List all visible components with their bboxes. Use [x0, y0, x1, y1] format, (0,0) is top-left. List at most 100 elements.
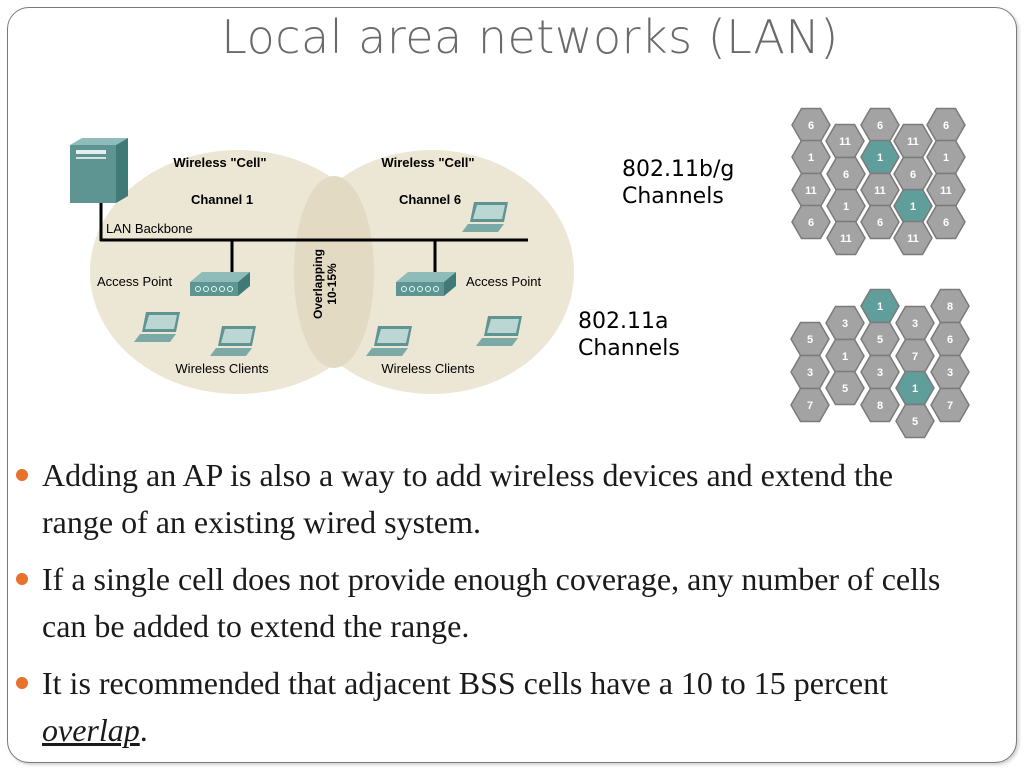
channel-hex-cell: 11: [893, 220, 933, 256]
channel-hex-cell: 6: [930, 321, 970, 357]
a-channels-label-line1: 802.11a: [578, 309, 669, 334]
channel-hex-label: 1: [877, 301, 883, 313]
bullet-text: It is recommended that adjacent BSS cell…: [42, 665, 888, 701]
channel-hex-label: 6: [808, 217, 814, 229]
channel-hex-cell: 5: [825, 370, 865, 406]
channel-hex-cell: 6: [860, 107, 900, 143]
channel-hex-cell: 1: [860, 288, 900, 324]
channel-hex-cell: 5: [790, 321, 830, 357]
channel-hex-label: 6: [808, 120, 814, 132]
channel-hex-cell: 3: [860, 354, 900, 390]
slide-title: Local area networks (LAN): [221, 10, 839, 64]
channel-hex-label: 11: [907, 136, 919, 148]
laptop-icon: [134, 312, 180, 342]
server-icon: [70, 138, 128, 203]
bg-channels-label-line1: 802.11b/g: [622, 157, 735, 182]
cell-left-channel: Channel 1: [191, 192, 253, 207]
channel-hex-cell: 6: [926, 204, 966, 240]
channel-hex-cell: 5: [860, 321, 900, 357]
channel-hex-cell: 7: [895, 338, 935, 374]
channel-hex-cell: 6: [893, 156, 933, 192]
channel-hex-cell: 6: [826, 156, 866, 192]
channel-hex-label: 11: [805, 185, 817, 197]
laptop-icon: [366, 326, 412, 356]
bullet-dot-icon: [16, 677, 28, 689]
channel-hex-cell: 1: [893, 188, 933, 224]
channel-hex-label: 6: [877, 217, 883, 229]
channel-hex-cell: 1: [825, 338, 865, 374]
channel-hex-label: 3: [807, 367, 813, 379]
laptop-icon: [210, 326, 256, 356]
bullet-list: Adding an AP is also a way to add wirele…: [12, 452, 952, 764]
channel-hex-label: 1: [912, 383, 918, 395]
channel-hex-cell: 1: [791, 139, 831, 175]
bullet-dot-icon: [16, 573, 28, 585]
bullet-text: If a single cell does not provide enough…: [42, 561, 941, 644]
a-channels-label-line2: Channels: [578, 336, 680, 361]
channel-hex-cell: 6: [860, 204, 900, 240]
channel-hex-label: 6: [877, 120, 883, 132]
channel-hex-cell: 11: [926, 172, 966, 208]
channel-hex-label: 6: [947, 334, 953, 346]
overlap-label-line1: Overlapping: [311, 249, 325, 319]
channel-hex-label: 5: [807, 334, 813, 346]
channel-hex-label: 11: [839, 136, 851, 148]
channel-hex-label: 1: [843, 201, 849, 213]
ap-left-label: Access Point: [97, 274, 173, 289]
bullet-dot-icon: [16, 469, 28, 481]
backbone-label: LAN Backbone: [106, 221, 193, 236]
cell-left-heading: Wireless "Cell": [173, 155, 266, 170]
channel-hex-label: 5: [842, 383, 848, 395]
channel-hex-cell: 11: [893, 123, 933, 159]
clients-right-label: Wireless Clients: [381, 361, 475, 376]
channel-hex-cell: 1: [860, 139, 900, 175]
channel-hex-cell: 5: [895, 403, 935, 439]
bullet-text-end: .: [139, 712, 148, 748]
channel-hex-label: 5: [912, 416, 918, 428]
channel-hex-label: 6: [910, 169, 916, 181]
network-diagram: LAN Backbone Wireless "Cell" Channel 1 A…: [70, 107, 970, 439]
channel-hex-label: 1: [910, 201, 916, 213]
channel-hex-cell: 1: [895, 370, 935, 406]
bullet-item: It is recommended that adjacent BSS cell…: [12, 660, 952, 754]
channel-hex-label: 3: [877, 367, 883, 379]
channel-hex-label: 11: [907, 233, 919, 245]
bullet-item: Adding an AP is also a way to add wirele…: [12, 452, 952, 546]
channel-hex-cell: 7: [930, 387, 970, 423]
a-channels-label: 802.11a Channels: [578, 308, 680, 362]
cell-right-heading: Wireless "Cell": [381, 155, 474, 170]
channel-hex-label: 3: [842, 318, 848, 330]
channel-hex-cell: 11: [791, 172, 831, 208]
channel-hex-cell: 11: [825, 123, 865, 159]
channel-hex-cell: 11: [826, 220, 866, 256]
channel-hex-cell: 3: [790, 354, 830, 390]
overlap-link[interactable]: overlap: [42, 712, 140, 748]
ap-right-label: Access Point: [466, 274, 542, 289]
channel-hex-label: 7: [912, 351, 918, 363]
channel-hex-label: 7: [807, 400, 813, 412]
channel-hex-cell: 8: [860, 387, 900, 423]
channel-hex-label: 8: [877, 400, 883, 412]
channel-hex-cell: 1: [926, 139, 966, 175]
laptop-icon: [476, 316, 522, 346]
channel-hex-cell: 11: [860, 172, 900, 208]
channel-hex-label: 1: [808, 152, 814, 164]
bullet-text: Adding an AP is also a way to add wirele…: [42, 457, 894, 540]
channel-hex-label: 6: [943, 217, 949, 229]
channel-hex-label: 7: [947, 400, 953, 412]
bg-channels-label-line2: Channels: [622, 184, 724, 209]
clients-left-label: Wireless Clients: [175, 361, 269, 376]
channel-hex-label: 11: [940, 185, 952, 197]
channel-hex-label: 3: [947, 367, 953, 379]
cell-right-channel: Channel 6: [399, 192, 461, 207]
access-point-left-icon: [190, 272, 250, 296]
channel-hex-cell: 7: [790, 387, 830, 423]
channel-hex-label: 1: [842, 351, 848, 363]
channel-hex-label: 1: [877, 152, 883, 164]
channel-hex-label: 8: [947, 301, 953, 313]
channel-hex-label: 11: [840, 233, 852, 245]
channel-hex-cell: 6: [791, 107, 831, 143]
channel-hex-label: 6: [943, 120, 949, 132]
